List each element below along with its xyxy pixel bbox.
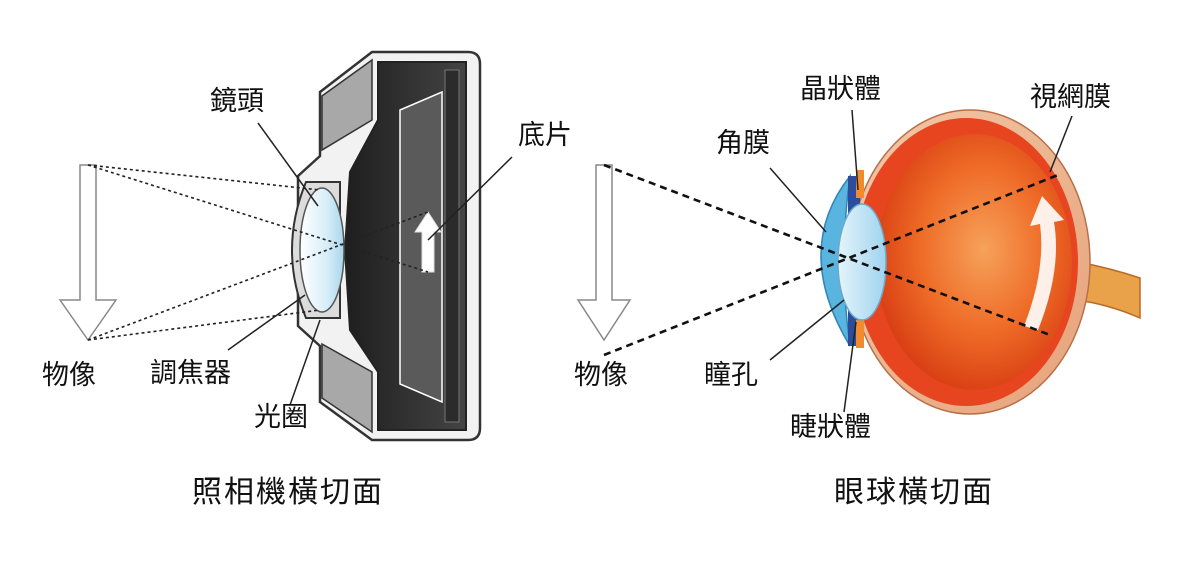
retina-label: 視網膜 <box>1030 82 1111 113</box>
camera-lens <box>299 187 345 313</box>
eye-lens <box>837 203 887 321</box>
eye-object-arrow <box>576 164 632 342</box>
eye-lens-label: 晶狀體 <box>800 74 881 105</box>
camera-light-rays <box>87 164 429 341</box>
cornea-label: 角膜 <box>716 128 770 159</box>
camera-diagram <box>58 50 513 442</box>
eye-object-label: 物像 <box>574 360 628 391</box>
camera-lens-label: 鏡頭 <box>210 86 264 117</box>
eye-leader-lines <box>769 109 1073 413</box>
eye-caption: 眼球橫切面 <box>834 475 994 510</box>
camera-aperture-label: 光圈 <box>254 402 308 433</box>
camera-body <box>291 50 482 442</box>
camera-leader-lines <box>227 122 513 406</box>
retina-image-arrow <box>1024 196 1064 330</box>
camera-caption: 照相機橫切面 <box>192 475 384 510</box>
eye-diagram <box>576 109 1141 415</box>
ciliary-body-label: 睫狀體 <box>790 412 871 443</box>
optic-nerve <box>1075 261 1141 320</box>
eye-light-rays <box>603 163 1059 357</box>
camera-object-label: 物像 <box>42 360 96 391</box>
camera-film-label: 底片 <box>518 120 572 151</box>
camera-object-arrow <box>58 164 118 342</box>
camera-focus-label: 調焦器 <box>150 358 231 389</box>
camera-image-arrow <box>414 211 442 273</box>
pupil-label: 瞳孔 <box>704 360 758 391</box>
